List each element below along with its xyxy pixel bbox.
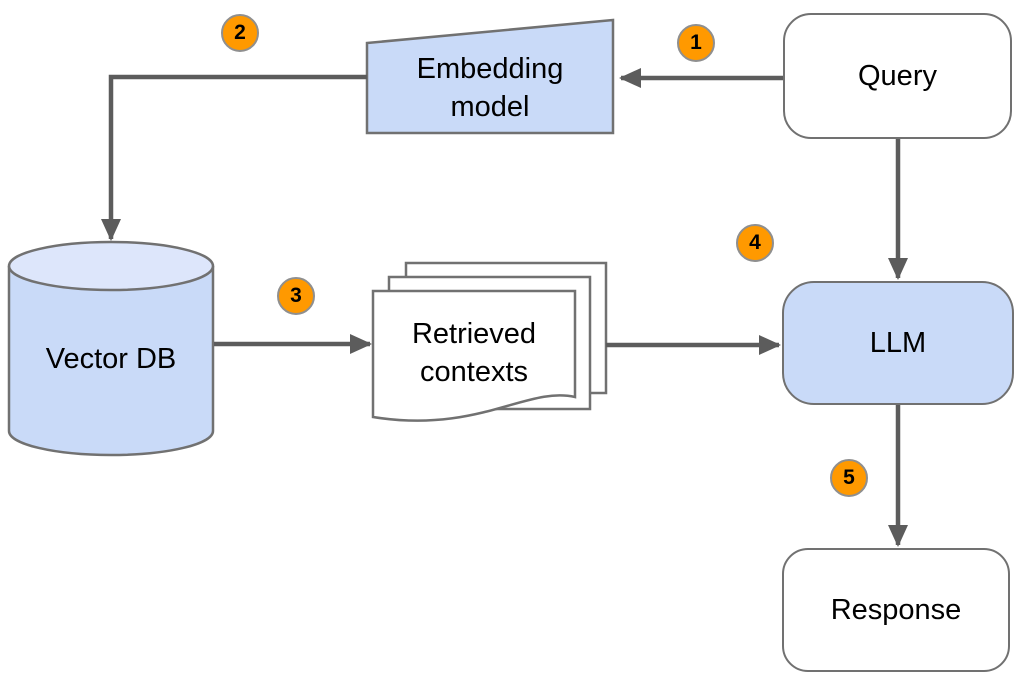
step-badge-4: 4 [736,224,774,262]
llm-label: LLM [869,327,927,359]
step-badge-3: 3 [277,277,315,315]
step-badge-1: 1 [677,24,715,62]
query-node: Query [783,13,1012,139]
arrow-embedding-to-vectordb [101,74,367,241]
response-label: Response [830,594,962,626]
llm-node: LLM [782,281,1014,405]
vector-db-cylinder-top [7,240,215,292]
document-front [371,289,577,422]
step-badge-2: 2 [221,14,259,52]
embedding-model-shape [365,18,615,135]
step-badge-5: 5 [830,459,868,497]
response-node: Response [782,548,1010,672]
query-label: Query [858,60,937,92]
vector-db-cylinder-body [7,266,215,457]
